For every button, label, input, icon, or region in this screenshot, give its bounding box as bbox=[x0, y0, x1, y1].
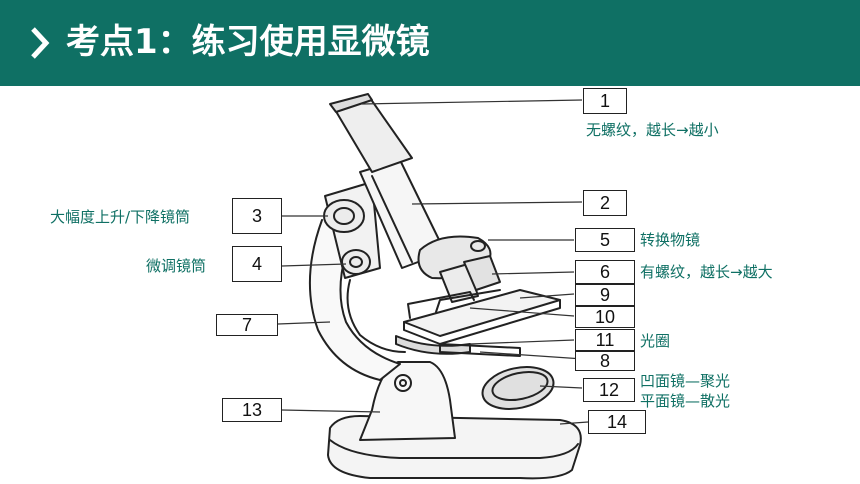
note-fine-adjust: 微调镜筒 bbox=[146, 257, 207, 275]
note-objective: 有螺纹，越长→越大 bbox=[640, 263, 773, 281]
note-nosepiece: 转换物镜 bbox=[640, 231, 701, 249]
label-box-2: 2 bbox=[583, 190, 627, 216]
label-box-8: 8 bbox=[575, 351, 635, 371]
label-box-4: 4 bbox=[232, 246, 282, 282]
note-diaphragm: 光圈 bbox=[640, 332, 671, 350]
note-coarse-adjust: 大幅度上升/下降镜筒 bbox=[50, 208, 191, 226]
label-box-14: 14 bbox=[588, 410, 646, 434]
label-box-6: 6 bbox=[575, 260, 635, 284]
label-box-7: 7 bbox=[216, 314, 278, 336]
page-title: 考点1：练习使用显微镜 bbox=[66, 22, 430, 62]
label-box-9: 9 bbox=[575, 284, 635, 306]
label-box-12: 12 bbox=[583, 378, 635, 402]
arrow-right-icon bbox=[31, 27, 50, 59]
label-box-3: 3 bbox=[232, 198, 282, 234]
label-box-1: 1 bbox=[583, 88, 627, 114]
note-flat-mirror: 平面镜—散光 bbox=[640, 392, 731, 410]
note-eyepiece: 无螺纹，越长→越小 bbox=[586, 121, 719, 139]
header-bar: 考点1：练习使用显微镜 bbox=[0, 0, 860, 86]
note-concave-mirror: 凹面镜—聚光 bbox=[640, 372, 731, 390]
label-box-11: 11 bbox=[575, 329, 635, 351]
label-box-13: 13 bbox=[222, 398, 282, 422]
label-box-5: 5 bbox=[575, 228, 635, 252]
label-box-10: 10 bbox=[575, 306, 635, 328]
